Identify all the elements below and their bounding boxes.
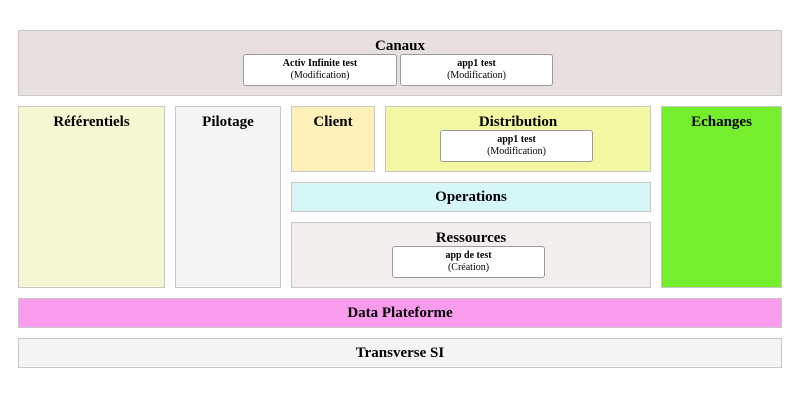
- app-status: (Création): [447, 262, 490, 273]
- zone-title-client: Client: [313, 114, 353, 130]
- zone-title-data-plateforme: Data Plateforme: [347, 305, 453, 321]
- app-name: app1 test: [457, 58, 496, 69]
- zone-data-plateforme: Data Plateforme: [18, 298, 782, 328]
- app-card-app-de-test-ressources[interactable]: app de test (Création): [392, 246, 545, 278]
- app-name: app1 test: [497, 134, 536, 145]
- zone-title-ressources: Ressources: [435, 230, 507, 246]
- app-name: app de test: [445, 250, 492, 261]
- app-status: (Modification): [290, 70, 350, 81]
- zone-referentiels: Référentiels: [18, 106, 165, 288]
- app-card-activ-infinite-test[interactable]: Activ Infinite test (Modification): [243, 54, 397, 86]
- zone-transverse-si: Transverse SI: [18, 338, 782, 368]
- zone-echanges: Echanges: [661, 106, 782, 288]
- zone-client: Client: [291, 106, 375, 172]
- zone-operations: Operations: [291, 182, 651, 212]
- app-name: Activ Infinite test: [282, 58, 358, 69]
- app-card-app1-test-distribution[interactable]: app1 test (Modification): [440, 130, 593, 162]
- zone-title-echanges: Echanges: [691, 114, 752, 130]
- zone-pilotage: Pilotage: [175, 106, 281, 288]
- zone-title-transverse-si: Transverse SI: [355, 345, 445, 361]
- zone-title-referentiels: Référentiels: [53, 114, 130, 130]
- app-status: (Modification): [487, 146, 546, 157]
- app-status: (Modification): [447, 70, 506, 81]
- zone-title-pilotage: Pilotage: [202, 114, 254, 130]
- zone-title-canaux: Canaux: [374, 38, 426, 54]
- app-card-app1-test-canaux[interactable]: app1 test (Modification): [400, 54, 553, 86]
- zone-title-operations: Operations: [435, 189, 507, 205]
- zone-title-distribution: Distribution: [478, 114, 558, 130]
